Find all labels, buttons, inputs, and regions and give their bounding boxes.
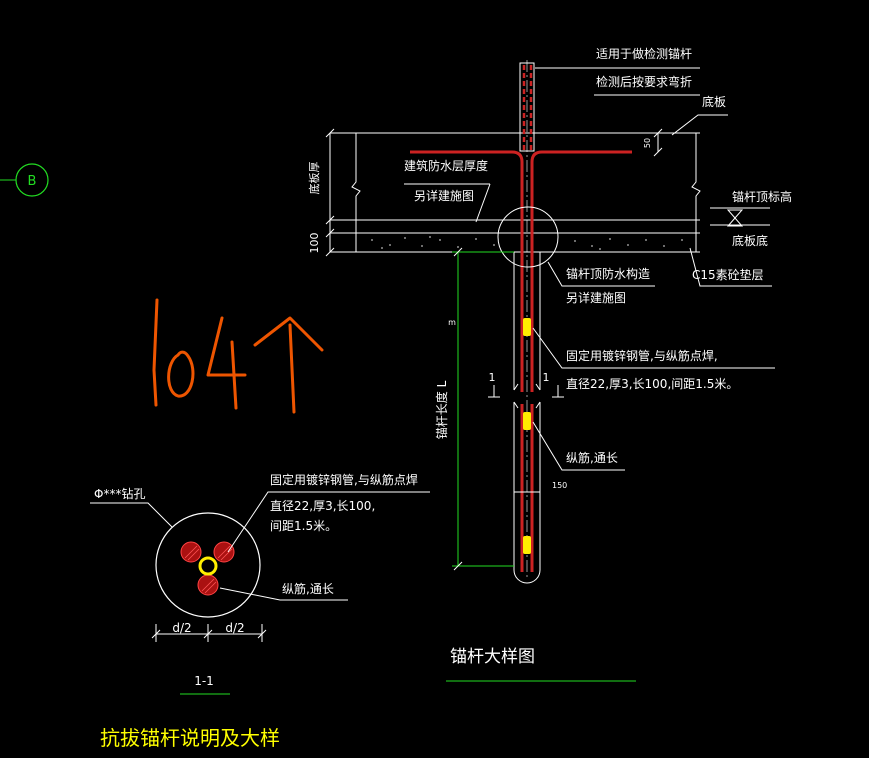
note-top-line1: 适用于做检测锚杆 [596, 46, 692, 61]
slab-dimensions [325, 128, 335, 257]
waterproof-line1: 建筑防水层厚度 [404, 158, 488, 173]
waterproof-line2: 另详建施图 [414, 188, 474, 203]
cushion-label: C15素砼垫层 [692, 267, 764, 282]
elevation-leaders [404, 67, 775, 471]
detail-circle [497, 206, 559, 268]
hole-label: Φ***钻孔 [94, 486, 145, 501]
section-pipe-line3: 间距1.5米。 [270, 519, 337, 533]
section-leaders [90, 491, 430, 642]
grid-axis-label: B [28, 174, 37, 189]
floor-slab [330, 132, 701, 253]
section-mark-right: 1 [543, 371, 550, 384]
section-mark-left: 1 [489, 371, 496, 384]
anchor-length-dim [452, 247, 514, 571]
anchor-waterproof-line2: 另详建施图 [566, 290, 626, 305]
length-unit-label: m [448, 318, 456, 327]
slab-thickness-label: 底板厚 [307, 162, 321, 195]
section-pipe-line1: 固定用镀锌钢管,与纵筋点焊 [270, 472, 418, 487]
handwritten-annotation [152, 298, 324, 414]
floor-slab-label: 底板 [702, 94, 726, 109]
cover-dim-label: 50 [643, 138, 652, 148]
cover-dimension [653, 128, 663, 157]
anchor-rod [410, 60, 632, 584]
pipe-spacers [523, 318, 531, 554]
cushion-dim-label: 100 [308, 233, 321, 254]
grid-axis-marker: B [0, 163, 49, 197]
sheet-title: 抗拔锚杆说明及大样 [100, 726, 280, 750]
anchor-waterproof-line1: 锚杆顶防水构造 [566, 266, 650, 281]
section-pipe-line2: 直径22,厚3,长100, [270, 499, 375, 513]
section-title: 1-1 [194, 674, 214, 688]
dim-left-label: d/2 [172, 621, 191, 635]
note-top-line2: 检测后按要求弯折 [596, 74, 692, 89]
hole-width-label: 150 [552, 481, 567, 490]
dim-right-label: d/2 [225, 621, 244, 635]
elevation-title: 锚杆大样图 [450, 647, 535, 667]
pipe-note-line1: 固定用镀锌钢管,与纵筋点焊, [566, 348, 718, 363]
cushion-hatch [371, 236, 683, 250]
slab-bottom-label: 底板底 [732, 233, 768, 248]
section-cut [488, 385, 564, 398]
longitudinal-label: 纵筋,通长 [566, 450, 618, 465]
anchor-length-label: 锚杆长度 L [434, 380, 449, 439]
section-drawing [155, 512, 261, 618]
anchor-top-elev-label: 锚杆顶标高 [732, 189, 792, 204]
pipe-note-line2: 直径22,厚3,长100,间距1.5米。 [566, 377, 738, 391]
section-longitudinal-label: 纵筋,通长 [282, 581, 334, 596]
